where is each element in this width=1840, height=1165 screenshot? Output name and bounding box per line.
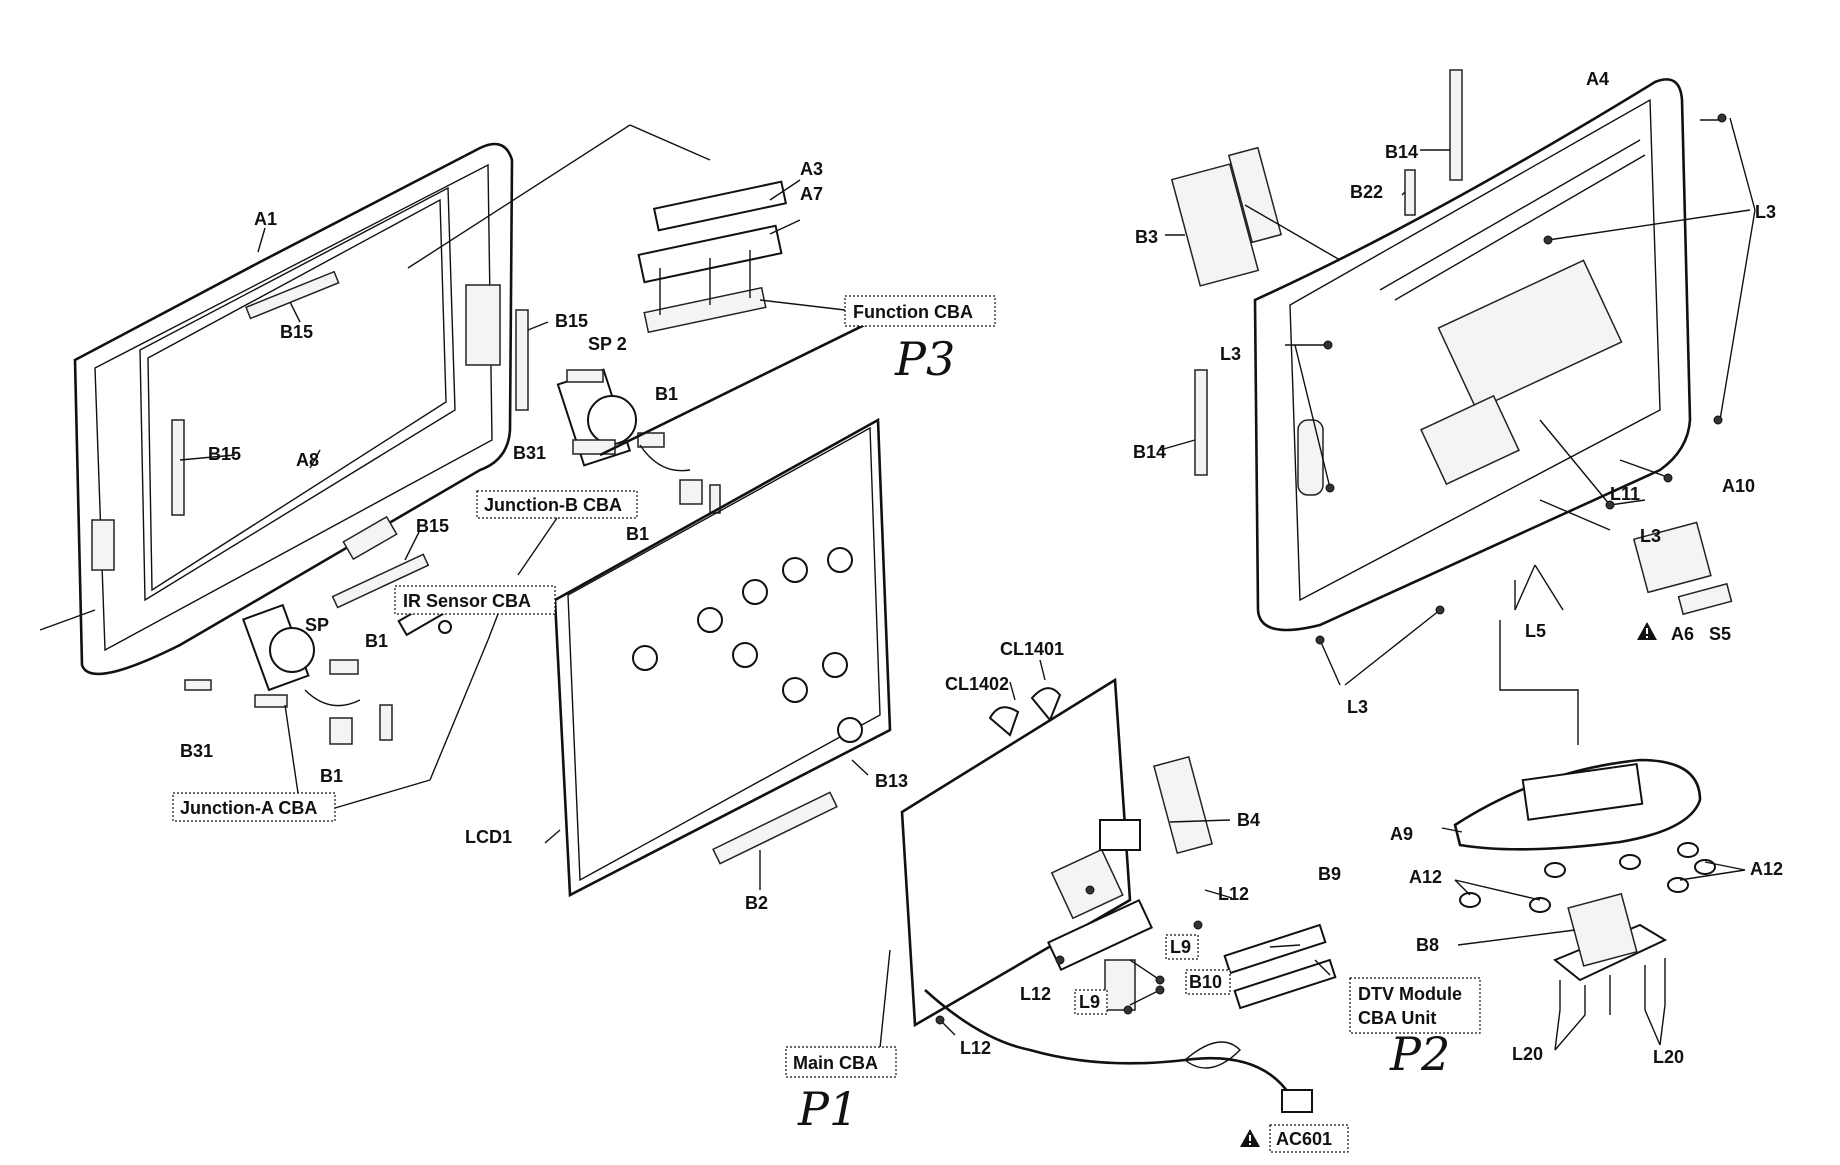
label-l11: L11 (1610, 484, 1640, 504)
label-b15-c: B15 (555, 311, 588, 331)
speaker-sp (241, 603, 315, 692)
function-cba-part (637, 180, 788, 334)
label-b15-b: B15 (208, 444, 241, 464)
label-b31-b: B31 (180, 741, 213, 761)
rear-cabinet-a4 (1253, 78, 1692, 632)
label-b10: B10 (1189, 972, 1222, 992)
label-a4: A4 (1586, 69, 1609, 89)
label-junction-b-cba: Junction-B CBA (484, 495, 622, 515)
box-function-cba (844, 295, 996, 327)
label-l3-c: L3 (1640, 526, 1661, 546)
boxed-labels: Function CBA Junction-B CBA IR Sensor CB… (172, 295, 1481, 1153)
bracket-b8 (1553, 892, 1668, 1015)
handwritten-p1: P1 (797, 1082, 858, 1136)
label-sp: SP (305, 615, 329, 635)
label-main-cba: Main CBA (793, 1053, 878, 1073)
strip-b15-lower (331, 553, 430, 609)
label-l12-c: L12 (960, 1038, 991, 1058)
warning-triangle-icon (1240, 1129, 1260, 1147)
strip-b14-side (1194, 369, 1208, 476)
strip-b15-top (245, 270, 340, 320)
label-junction-a-cba: Junction-A CBA (180, 798, 317, 818)
label-a12-left: A12 (1409, 867, 1442, 887)
label-b1-left: B1 (365, 631, 388, 651)
lcd-panel-lcd1 (553, 417, 892, 898)
label-box-l9-b (1074, 989, 1108, 1015)
strip-b15-left (171, 419, 185, 516)
label-a8: A8 (296, 450, 319, 470)
label-cl1401: CL1401 (1000, 639, 1064, 659)
label-a12-right: A12 (1750, 859, 1783, 879)
speaker-sp2 (556, 368, 637, 467)
label-s5: S5 (1709, 624, 1731, 644)
box-main-cba (785, 1046, 897, 1078)
label-dtv-module-line2: CBA Unit (1358, 1008, 1436, 1028)
label-a1: A1 (254, 209, 277, 229)
label-l12-b: L12 (1020, 984, 1051, 1004)
label-b31-a: B31 (513, 443, 546, 463)
label-b1-mid: B1 (626, 524, 649, 544)
junction-b-cba-part (637, 432, 721, 514)
label-b8: B8 (1416, 935, 1439, 955)
label-l5: L5 (1525, 621, 1546, 641)
label-b14-side: B14 (1133, 442, 1166, 462)
handwritten-p3: P3 (894, 332, 955, 386)
strip-b14-top (1449, 69, 1463, 181)
box-dtv-module (1349, 977, 1481, 1034)
label-l20-a: L20 (1512, 1044, 1543, 1064)
label-b22: B22 (1350, 182, 1383, 202)
part-labels: A1 B15 B15 A8 B15 B15 SP 2 B31 B31 SP B1… (180, 69, 1783, 1067)
label-b9: B9 (1318, 864, 1341, 884)
box-junction-b-cba (476, 490, 638, 519)
screw-markers (935, 113, 1727, 1025)
label-box-b10 (1185, 969, 1231, 995)
front-cabinet-a1 (39, 142, 514, 676)
box-ir-sensor-cba (394, 585, 556, 615)
label-cl1402: CL1402 (945, 674, 1009, 694)
label-b15-d: B15 (416, 516, 449, 536)
strip-b22 (1404, 169, 1416, 216)
label-b15-a: B15 (280, 322, 313, 342)
label-b14-top: B14 (1385, 142, 1418, 162)
label-l9-a: L9 (1170, 937, 1191, 957)
label-l12-a: L12 (1218, 884, 1249, 904)
label-b2: B2 (745, 893, 768, 913)
label-l3-d: L3 (1347, 697, 1368, 717)
box-junction-a-cba (172, 792, 336, 822)
label-l9-b: L9 (1079, 992, 1100, 1012)
stand-base-a9 (1453, 758, 1716, 913)
box-ac601 (1269, 1124, 1349, 1153)
label-l20-b: L20 (1653, 1047, 1684, 1067)
label-b1-top: B1 (655, 384, 678, 404)
warning-triangle-icon (1637, 622, 1657, 640)
label-dtv-module-line1: DTV Module (1358, 984, 1462, 1004)
label-a7: A7 (800, 184, 823, 204)
label-a9: A9 (1390, 824, 1413, 844)
label-ir-sensor-cba: IR Sensor CBA (403, 591, 531, 611)
label-lcd1: LCD1 (465, 827, 512, 847)
main-cba-board (900, 677, 1337, 1113)
label-l3-b: L3 (1220, 344, 1241, 364)
label-a10: A10 (1722, 476, 1755, 496)
label-b4: B4 (1237, 810, 1260, 830)
junction-a-cba-part (184, 659, 393, 745)
label-a6: A6 (1671, 624, 1694, 644)
label-box-l9-a (1165, 934, 1199, 960)
label-sp2: SP 2 (588, 334, 627, 354)
label-b3: B3 (1135, 227, 1158, 247)
label-b1-low: B1 (320, 766, 343, 786)
label-ac601: AC601 (1276, 1129, 1332, 1149)
label-b13: B13 (875, 771, 908, 791)
label-a3: A3 (800, 159, 823, 179)
label-l3-a: L3 (1755, 202, 1776, 222)
handwritten-p2: P2 (1389, 1027, 1450, 1081)
strip-b15-right (515, 309, 529, 411)
label-function-cba: Function CBA (853, 302, 973, 322)
